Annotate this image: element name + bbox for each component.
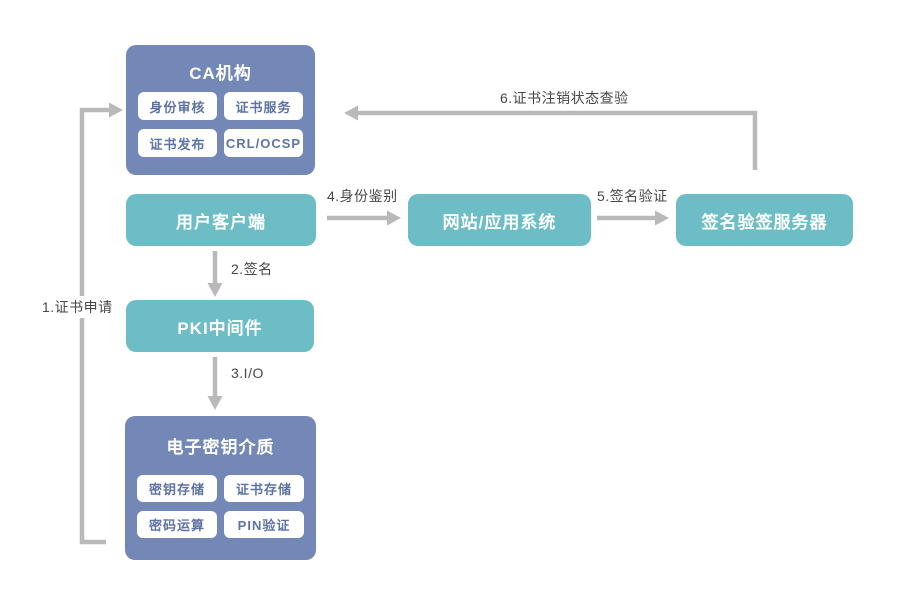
key-medium-function-pin-verify: PIN验证 [224,511,304,538]
ca-function-cert-publish: 证书发布 [138,129,217,157]
edge-label-io: 3.I/O [231,365,264,381]
node-key-medium-title: 电子密钥介质 [166,438,275,457]
arrow-cert-request [79,102,123,545]
node-ca-title: CA机构 [189,64,252,83]
edge-label-cert-request: 1.证书申请 [39,296,116,318]
key-medium-function-key-storage: 密钥存储 [137,475,217,502]
node-web-application-title: 网站/应用系统 [442,212,557,232]
arrow-identity-auth [327,210,401,226]
node-ca-authority: CA机构 身份审核 证书服务 证书发布 CRL/OCSP [126,45,315,175]
ca-function-identity-review: 身份审核 [138,92,217,120]
edge-label-revocation-check: 6.证书注销状态查验 [500,90,629,106]
arrow-revocation-check [344,105,758,170]
arrow-sign [207,251,223,297]
node-signature-verify-server: 签名验签服务器 [676,194,853,246]
key-medium-function-cert-storage: 证书存储 [224,475,304,502]
node-pki-middleware: PKI中间件 [126,300,314,352]
ca-functions-grid: 身份审核 证书服务 证书发布 CRL/OCSP [138,92,303,157]
node-signature-verify-server-title: 签名验签服务器 [701,212,828,232]
arrow-signature-verify [597,210,669,226]
node-user-client: 用户客户端 [126,194,316,246]
ca-function-crl-ocsp: CRL/OCSP [224,129,303,157]
key-medium-function-crypto-ops: 密码运算 [137,511,217,538]
ca-function-cert-service: 证书服务 [224,92,303,120]
edge-label-sign: 2.签名 [231,261,273,277]
node-key-medium: 电子密钥介质 密钥存储 证书存储 密码运算 PIN验证 [125,416,316,560]
edge-label-signature-verify: 5.签名验证 [597,188,668,204]
node-user-client-title: 用户客户端 [176,212,266,232]
node-web-application: 网站/应用系统 [408,194,591,246]
arrow-io [207,357,223,410]
edge-label-identity-auth: 4.身份鉴别 [327,188,398,204]
key-medium-functions-grid: 密钥存储 证书存储 密码运算 PIN验证 [137,475,304,538]
node-pki-middleware-title: PKI中间件 [177,318,263,338]
